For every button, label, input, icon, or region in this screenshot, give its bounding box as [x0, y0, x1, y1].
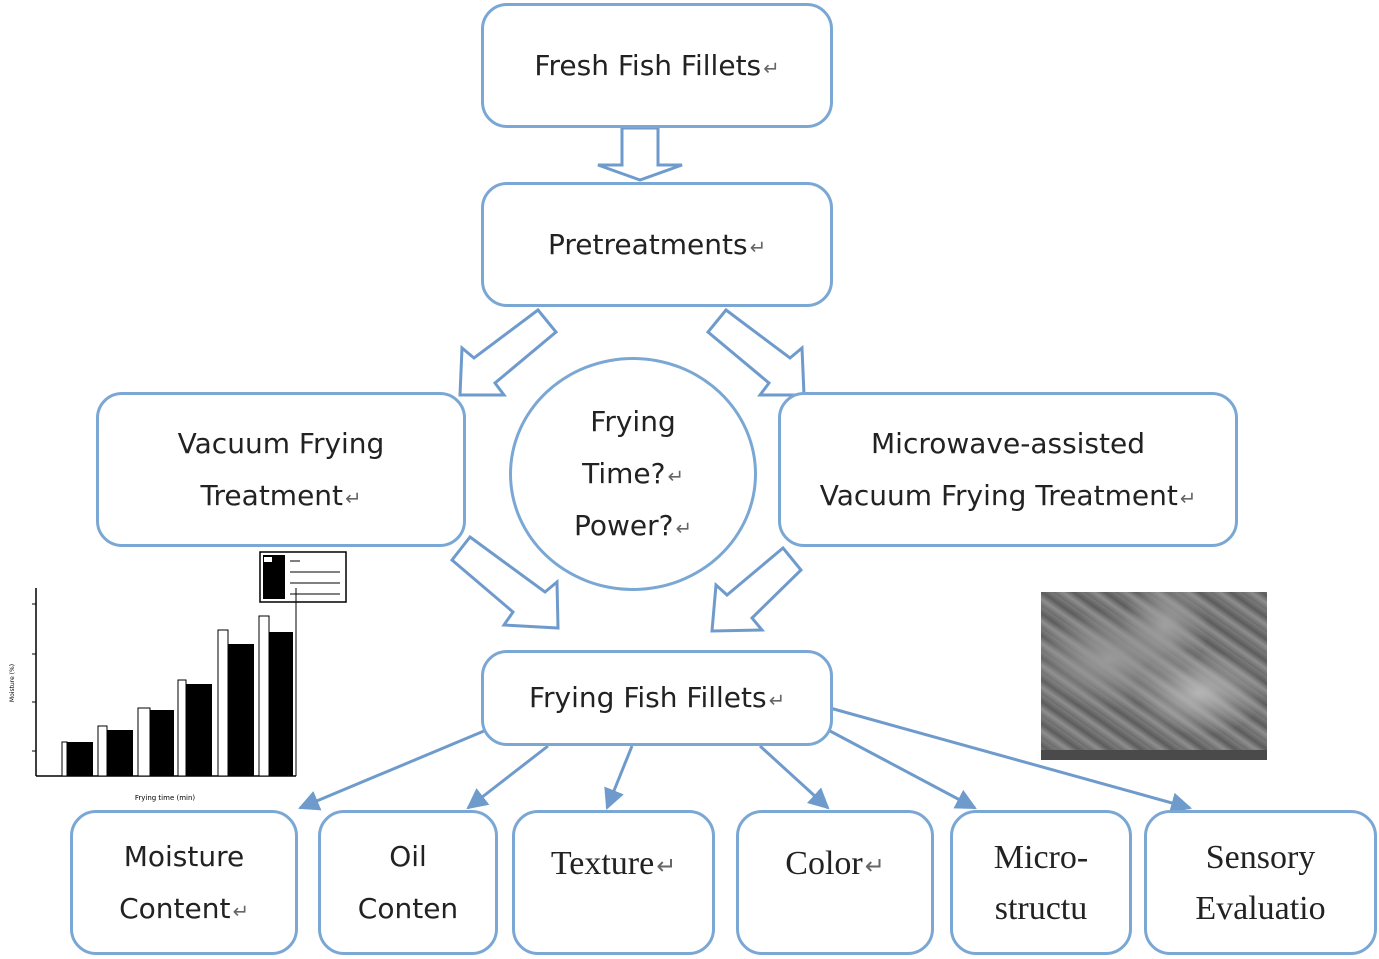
inset-x-label: Frying time (min): [135, 794, 196, 802]
outcome-color: Color↵: [736, 810, 934, 955]
node-pretreatments: Pretreatments↵: [481, 182, 833, 307]
node-microwave-vacuum-frying: Microwave-assisted Vacuum Frying Treatme…: [778, 392, 1238, 547]
node-vacuum-frying: Vacuum Frying Treatment↵: [96, 392, 466, 547]
inset-y-ticks: [32, 603, 36, 752]
connector-oil: [466, 744, 549, 810]
connector-moisture: [298, 729, 485, 811]
connector-color: [758, 744, 830, 810]
outcome-moisture-content: Moisture Content↵: [70, 810, 298, 955]
outcome-microstructure: Micro- structu: [950, 810, 1132, 955]
inset-legend-mark: [264, 557, 272, 562]
connector-texture: [604, 745, 634, 810]
connector-micro: [829, 729, 977, 810]
inset-legend-swatch: [263, 555, 285, 599]
outcome-oil-content: Oil Conten: [318, 810, 498, 955]
node-fresh-fish-fillets: Fresh Fish Fillets↵: [481, 3, 833, 128]
block-arrow-left: [458, 307, 559, 397]
outcome-texture: Texture↵: [512, 810, 715, 955]
block-arrow-down: [597, 126, 683, 182]
node-frying-parameters: Frying Time?↵ Power?↵: [509, 357, 757, 591]
inset-bar-chart: Frying time (min) Moisture (%): [9, 551, 347, 802]
connector-sensory: [829, 706, 1193, 814]
inset-legend-lines: [290, 560, 340, 595]
inset-y-label: Moisture (%): [9, 664, 16, 702]
node-frying-fish-fillets: Frying Fish Fillets↵: [481, 650, 833, 746]
inset-bars: [61, 615, 293, 777]
block-arrow-right: [705, 307, 806, 397]
sem-micrograph-image: [1041, 592, 1267, 760]
block-arrow-down-right: [449, 534, 560, 630]
block-arrow-down-left: [710, 545, 804, 633]
outcome-sensory-evaluation: Sensory Evaluatio: [1144, 810, 1377, 955]
